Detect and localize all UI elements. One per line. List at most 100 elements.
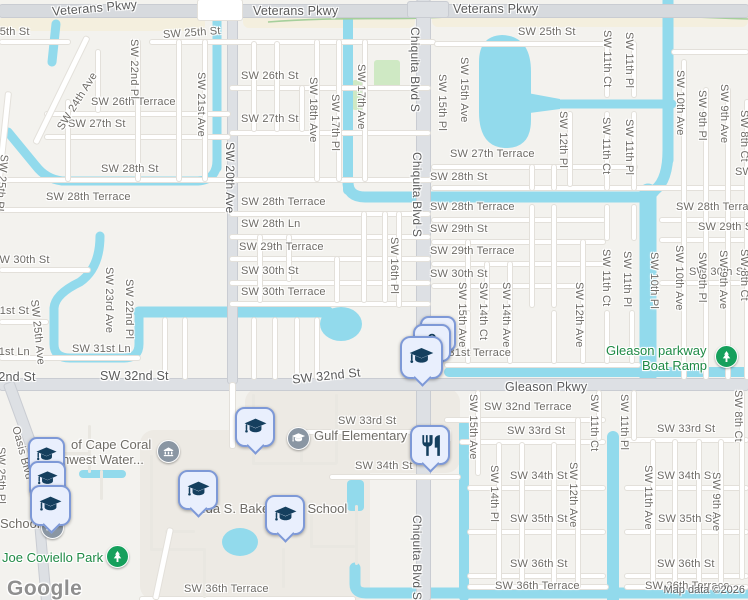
road bbox=[203, 548, 206, 598]
map-data-attribution: Map data ©2026 bbox=[663, 584, 746, 596]
road bbox=[0, 208, 230, 212]
road bbox=[697, 440, 701, 588]
road bbox=[203, 40, 207, 181]
road bbox=[230, 257, 430, 261]
street-label: SW 27th Terrace bbox=[450, 148, 535, 160]
road bbox=[552, 165, 556, 190]
street-label: SW 36th St bbox=[510, 558, 568, 570]
road bbox=[150, 40, 435, 44]
graduation-cap-poi[interactable] bbox=[287, 427, 310, 450]
civic-building-poi[interactable] bbox=[157, 440, 180, 463]
road bbox=[337, 40, 341, 181]
park-tree-poi[interactable] bbox=[715, 345, 738, 368]
road bbox=[0, 40, 70, 44]
road bbox=[432, 240, 605, 244]
street-label: SW 31st St bbox=[0, 305, 30, 317]
road bbox=[252, 42, 256, 131]
street-label: SW 31st Ln bbox=[72, 343, 131, 355]
graduation-cap-marker[interactable] bbox=[400, 336, 443, 379]
poi-label[interactable]: hwest Water... bbox=[62, 452, 144, 467]
road bbox=[520, 443, 524, 588]
road bbox=[605, 42, 609, 97]
graduation-cap-marker[interactable] bbox=[235, 407, 275, 447]
graduation-cap-icon bbox=[37, 471, 58, 485]
road bbox=[96, 50, 100, 112]
street-label: SW 30th St bbox=[689, 266, 747, 278]
road bbox=[362, 212, 366, 302]
road bbox=[682, 60, 686, 281]
road bbox=[530, 205, 534, 307]
road bbox=[632, 391, 636, 440]
road bbox=[0, 178, 432, 182]
road bbox=[0, 268, 90, 272]
poi-label[interactable]: Joe Coviello Park bbox=[2, 550, 104, 565]
road bbox=[273, 318, 277, 379]
road bbox=[745, 100, 748, 281]
road bbox=[726, 88, 730, 281]
road bbox=[597, 391, 601, 440]
graduation-cap-marker[interactable] bbox=[30, 485, 71, 526]
road bbox=[295, 318, 299, 379]
graduation-cap-marker[interactable] bbox=[265, 495, 305, 535]
street-label: SW 28th Terrace bbox=[676, 201, 748, 213]
road bbox=[530, 165, 534, 190]
road bbox=[468, 585, 608, 589]
road bbox=[740, 391, 744, 579]
google-logo[interactable]: Google bbox=[7, 577, 83, 600]
graduation-cap-marker[interactable] bbox=[178, 470, 218, 510]
street-label: SW 29th St bbox=[430, 223, 488, 235]
road bbox=[363, 40, 367, 181]
park-area bbox=[374, 60, 400, 88]
road bbox=[100, 470, 103, 500]
graduation-cap-icon bbox=[187, 481, 209, 496]
road bbox=[335, 257, 339, 302]
road bbox=[552, 311, 556, 363]
road bbox=[605, 311, 609, 363]
street-label: SW 28th Terrace bbox=[46, 191, 131, 203]
road bbox=[466, 311, 470, 363]
road bbox=[719, 440, 723, 588]
road bbox=[445, 363, 640, 367]
poi-label[interactable]: of Cape Coral bbox=[71, 437, 152, 452]
poi-label[interactable]: Gleason parkway bbox=[606, 343, 707, 358]
road bbox=[315, 40, 319, 181]
street-label: SW 28th St bbox=[430, 171, 488, 183]
road bbox=[408, 2, 448, 17]
restaurant-marker[interactable] bbox=[410, 425, 450, 465]
street-label: SW 29th Terrace bbox=[430, 245, 515, 257]
street-label: SW 34th St bbox=[510, 470, 568, 482]
road bbox=[704, 281, 708, 379]
street-label: SW 30th St bbox=[241, 265, 299, 277]
street-label: Veterans Pkwy bbox=[453, 2, 539, 16]
road bbox=[258, 235, 262, 302]
road bbox=[432, 218, 605, 222]
civic-building-icon bbox=[163, 447, 174, 457]
road bbox=[605, 205, 609, 240]
road bbox=[252, 462, 337, 465]
road bbox=[625, 438, 748, 442]
road bbox=[432, 165, 637, 169]
road bbox=[432, 284, 582, 288]
poi-label[interactable]: Boat Ramp bbox=[642, 358, 708, 373]
road bbox=[230, 302, 430, 306]
street-label: SW 28th St bbox=[101, 163, 159, 175]
road bbox=[228, 15, 237, 383]
graduation-cap-icon bbox=[274, 506, 296, 521]
park-tree-poi[interactable] bbox=[106, 545, 129, 568]
road bbox=[432, 262, 605, 266]
street-label: SW 32nd St bbox=[0, 370, 36, 384]
graduation-cap-icon bbox=[244, 418, 266, 433]
road bbox=[150, 548, 205, 551]
street-label: SW 29th St bbox=[698, 221, 748, 233]
road bbox=[310, 545, 355, 548]
road bbox=[468, 574, 605, 578]
road bbox=[163, 318, 167, 379]
road bbox=[435, 42, 605, 46]
street-label: SW 29th Terrace bbox=[239, 241, 324, 253]
road bbox=[576, 418, 580, 588]
road bbox=[0, 320, 48, 324]
street-label: SW 33rd St bbox=[507, 425, 566, 437]
road bbox=[66, 100, 70, 181]
